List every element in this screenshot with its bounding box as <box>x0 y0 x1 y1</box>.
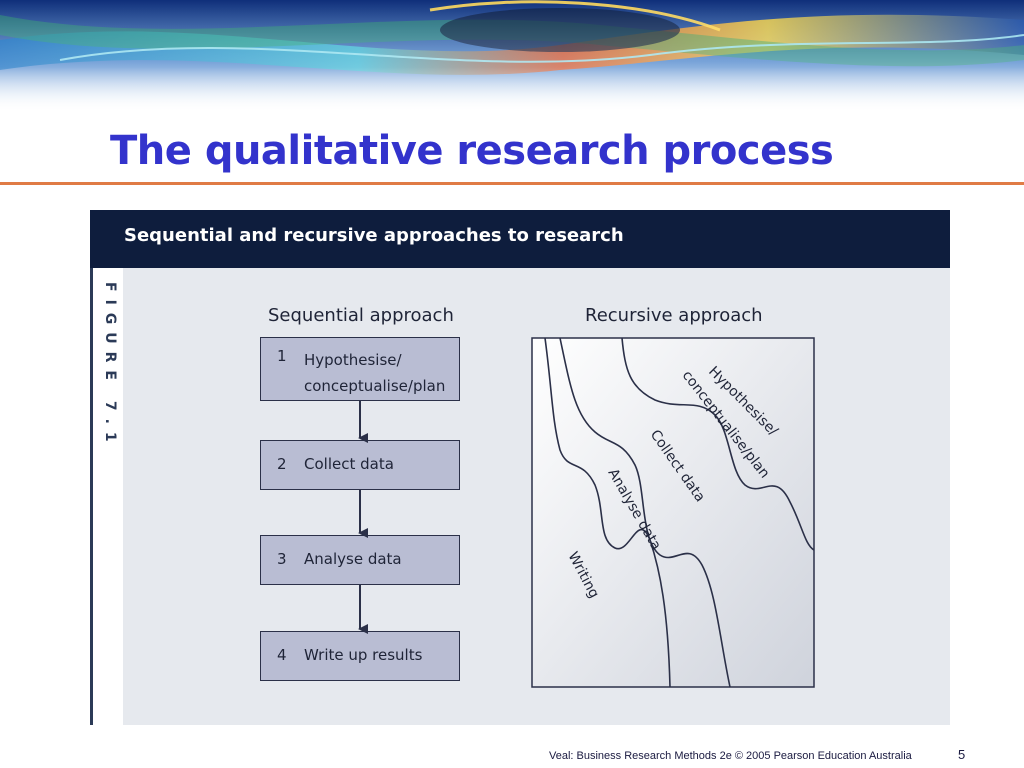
step-label: Collect data <box>304 455 394 473</box>
recursive-curve-1 <box>544 337 671 688</box>
step-label-line-2: conceptualise/plan <box>304 377 446 395</box>
slide-title: The qualitative research process <box>110 128 834 174</box>
title-divider <box>0 182 1024 185</box>
header-banner <box>0 0 1024 112</box>
recursive-heading: Recursive approach <box>585 305 763 326</box>
figure-sidebar-rule <box>90 268 93 725</box>
sequential-step-1: 1 Hypothesise/ conceptualise/plan <box>260 337 460 401</box>
figure-heading: Sequential and recursive approaches to r… <box>124 225 624 246</box>
step-number: 4 <box>277 646 287 664</box>
step-label-line-1: Hypothesise/ <box>304 351 402 369</box>
recursive-curve-2 <box>559 337 731 688</box>
diagram-graphics: Hypothesise/ conceptualise/plan Collect … <box>358 337 815 688</box>
page-number: 5 <box>958 747 966 762</box>
figure-panel: Sequential and recursive approaches to r… <box>90 210 950 725</box>
step-number: 1 <box>277 347 287 365</box>
sequential-heading: Sequential approach <box>268 305 454 326</box>
step-number: 3 <box>277 550 287 568</box>
figure-label: FIGURE 7.1 <box>102 282 118 450</box>
figure-sidebar: FIGURE 7.1 <box>90 268 123 725</box>
step-label: Analyse data <box>304 550 402 568</box>
step-label: Write up results <box>304 646 423 664</box>
sequential-step-4: 4 Write up results <box>260 631 460 681</box>
footer-citation: Veal: Business Research Methods 2e © 200… <box>549 750 912 762</box>
recursive-box <box>531 337 815 688</box>
step-number: 2 <box>277 455 287 473</box>
recursive-curve-3 <box>621 337 815 551</box>
step-label: Hypothesise/ conceptualise/plan <box>304 347 445 399</box>
figure-header-bar: Sequential and recursive approaches to r… <box>90 210 950 268</box>
sequential-step-3: 3 Analyse data <box>260 535 460 585</box>
